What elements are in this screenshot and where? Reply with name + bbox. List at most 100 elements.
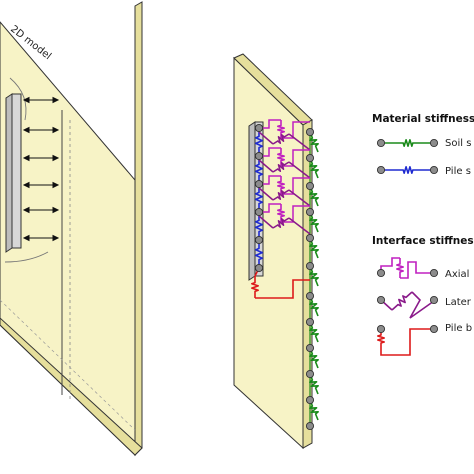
legend: Material stiffness Soil s Pile s Interfa… [372, 113, 474, 356]
lateral-link [258, 215, 274, 229]
axial-spring [277, 176, 285, 194]
legend-item-lateral: Later [376, 291, 472, 319]
lateral-link [288, 161, 311, 179]
right-slab-face [233, 56, 304, 450]
axial-link [281, 205, 310, 223]
arrow-head [52, 181, 60, 189]
soil-spring [309, 131, 319, 153]
soil-spring [309, 237, 319, 259]
legend-spring [396, 139, 420, 147]
interface-set [258, 119, 311, 151]
base-link [255, 279, 310, 299]
axial-spring [277, 120, 285, 138]
left-pile-side [5, 93, 13, 253]
left-pile [11, 93, 22, 249]
lateral-link [258, 187, 274, 201]
legend-line [380, 257, 400, 273]
arrow-head [22, 206, 30, 214]
node [376, 324, 386, 334]
base-spring [251, 276, 259, 298]
arrow-head [22, 96, 30, 104]
node [305, 153, 315, 163]
legend-line [380, 328, 434, 356]
legend-base-label: Pile b [445, 323, 472, 334]
pile-spring [255, 184, 263, 212]
left-slab-bottom-edge [0, 317, 143, 456]
legend-interface-title: Interface stiffness [372, 235, 474, 247]
node [254, 179, 264, 189]
legend-axial-label: Axial [445, 269, 469, 280]
node [305, 369, 315, 379]
arrow-head [22, 234, 30, 242]
node [305, 317, 315, 327]
legend-spring [396, 166, 420, 174]
legend-item-soil: Soil s [376, 138, 471, 149]
right-pile-side [248, 121, 256, 281]
node [254, 235, 264, 245]
legend-spring [396, 258, 404, 278]
lateral-link [288, 189, 311, 207]
lateral-spring [272, 133, 290, 145]
legend-line [409, 291, 435, 319]
legend-pile-label: Pile s [445, 166, 471, 177]
node [305, 181, 315, 191]
legend-line [400, 261, 434, 279]
soil-spring [309, 321, 319, 343]
legend-item-axial: Axial [376, 257, 469, 280]
node [305, 233, 315, 243]
axial-link [259, 119, 281, 129]
node [429, 295, 439, 305]
interface-set [258, 147, 311, 179]
legend-lateral-label: Later [445, 297, 472, 308]
lateral-arrows [22, 96, 60, 242]
left-slab-model: 2D model [0, 1, 143, 457]
soil-spring [309, 265, 319, 287]
axial-link [281, 149, 310, 167]
legend-spring [377, 329, 385, 349]
arrow-head [52, 206, 60, 214]
node [254, 151, 264, 161]
node [429, 268, 439, 278]
arrow-head [52, 154, 60, 162]
soil-spring [309, 157, 319, 179]
node [254, 263, 264, 273]
node [429, 324, 439, 334]
lateral-link [258, 159, 274, 173]
axisymmetric-arc [9, 77, 27, 121]
node [376, 268, 386, 278]
spring-model [233, 53, 319, 450]
legend-item-pile: Pile s [376, 165, 471, 177]
node [376, 295, 386, 305]
soil-spring [309, 185, 319, 207]
arrow-head [22, 181, 30, 189]
legend-spring [391, 291, 413, 311]
arrow-head [22, 154, 30, 162]
arrow-head [22, 126, 30, 134]
axial-link [281, 177, 310, 195]
soil-spring [309, 399, 319, 421]
node [429, 138, 439, 148]
pile-spring [255, 240, 263, 268]
axial-link [259, 147, 281, 157]
axial-link [259, 175, 281, 185]
node [305, 421, 315, 431]
pile-spring [255, 128, 263, 156]
node [305, 343, 315, 353]
legend-soil-label: Soil s [445, 138, 471, 149]
legend-item-base: Pile b [376, 323, 472, 356]
axial-link [259, 203, 281, 213]
interface-set [258, 203, 311, 235]
interface-set [258, 175, 311, 207]
pile-spring [255, 212, 263, 240]
node [305, 207, 315, 217]
arrow-head [52, 96, 60, 104]
lateral-spring [272, 217, 290, 229]
axial-spring [277, 204, 285, 222]
node [305, 291, 315, 301]
right-pile [254, 121, 264, 277]
lateral-spring [272, 189, 290, 201]
node [305, 261, 315, 271]
soil-spring [309, 347, 319, 369]
left-slab-side [134, 1, 143, 457]
